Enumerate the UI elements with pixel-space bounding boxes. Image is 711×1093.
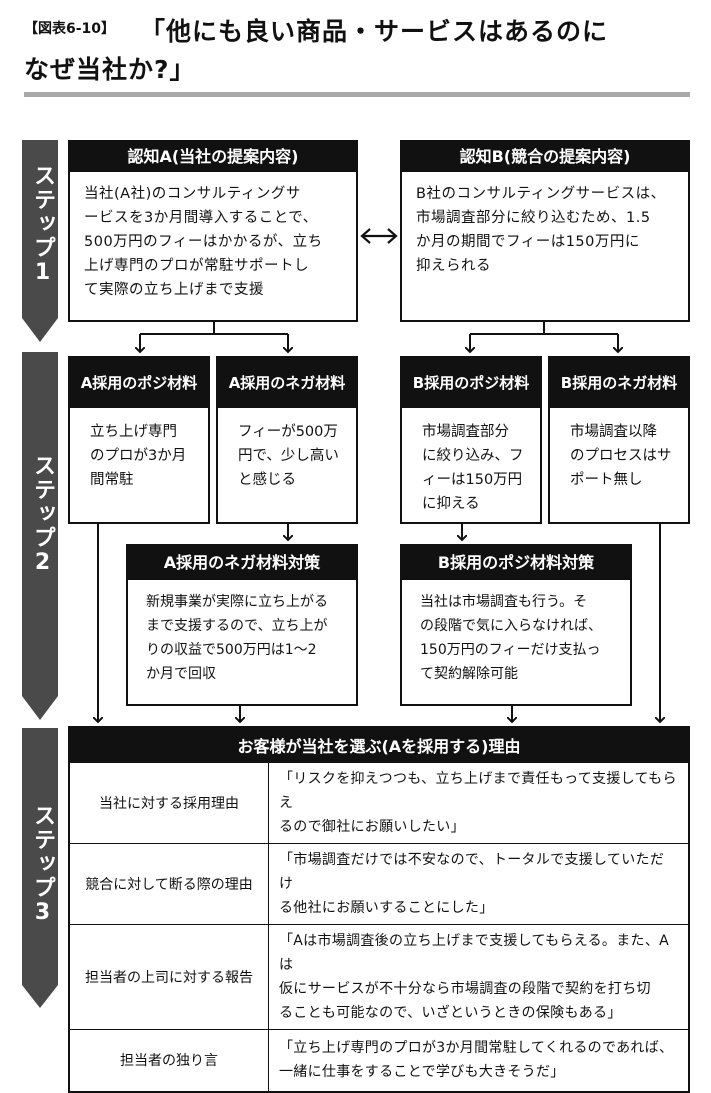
- figure-label: 【図表6-10】: [24, 21, 116, 37]
- step2-label: ステップ2: [30, 453, 55, 577]
- recognition-b-box: 認知B(競合の提案内容) B社のコンサルティングサービスは、 市場調査部分に絞り…: [400, 140, 690, 322]
- reason-table-title: お客様が当社を選ぶ(Aを採用する)理由: [68, 726, 690, 763]
- a-negative-title: A採用のネガ材料: [218, 358, 356, 408]
- step1-label: ステップ1: [30, 163, 55, 287]
- step2-arrow-shape: [22, 352, 58, 720]
- recognition-a-title: 認知A(当社の提案内容): [70, 142, 356, 172]
- row-text: 「立ち上げ専門のプロが3か月間常駐してくれるのであれば、 一緒に仕事をすることで…: [268, 1029, 690, 1092]
- row-text: 「市場調査だけでは不安なので、トータルで支援していただけ る他社にお願いすること…: [268, 843, 690, 925]
- page-title-line2: なぜ当社か?」: [24, 55, 196, 84]
- a-positive-body: 立ち上げ専門 のプロが3か月 間常駐: [90, 424, 187, 488]
- row-label: 競合に対して断る際の理由: [68, 843, 269, 925]
- step1-arrow-shape: [22, 140, 58, 342]
- step3-label: ステップ3: [30, 803, 55, 927]
- b-positive-title: B採用のポジ材料: [402, 358, 540, 408]
- page-title-line1: 「他にも良い商品・サービスはあるのに: [140, 17, 609, 46]
- table-row: 競合に対して断る際の理由 「市場調査だけでは不安なので、トータルで支援していただ…: [68, 843, 690, 925]
- b-negative-body: 市場調査以降 のプロセスはサ ポート無し: [570, 424, 672, 488]
- row-label: 当社に対する採用理由: [68, 762, 269, 844]
- connectors: [98, 322, 660, 722]
- b-positive-measure-box: B採用のポジ材料対策 当社は市場調査も行う。そ の段階で気に入らなければ、 15…: [400, 544, 632, 706]
- recognition-b-title: 認知B(競合の提案内容): [402, 142, 688, 172]
- a-negative-measure-title: A採用のネガ材料対策: [128, 546, 356, 580]
- a-negative-measure-box: A採用のネガ材料対策 新規事業が実際に立ち上がる まで支援するので、立ち上が り…: [126, 544, 358, 706]
- b-positive-body: 市場調査部分 に絞り込み、フ ィーは150万円 に抑える: [422, 424, 524, 512]
- recognition-a-body: 当社(A社)のコンサルティングサ ービスを3か月間導入することで、 500万円の…: [84, 186, 323, 298]
- table-row: 担当者の独り言 「立ち上げ専門のプロが3か月間常駐してくれるのであれば、 一緒に…: [68, 1029, 690, 1092]
- row-label: 担当者の上司に対する報告: [68, 924, 269, 1030]
- b-positive-box: B採用のポジ材料 市場調査部分 に絞り込み、フ ィーは150万円 に抑える: [400, 356, 542, 524]
- reason-table: お客様が当社を選ぶ(Aを採用する)理由 当社に対する採用理由 「リスクを抑えつつ…: [68, 726, 690, 1093]
- row-text: 「Aは市場調査後の立ち上げまで支援してもらえる。また、Aは 仮にサービスが不十分…: [268, 924, 690, 1030]
- b-negative-title: B採用のネガ材料: [550, 358, 688, 408]
- a-negative-measure-body: 新規事業が実際に立ち上がる まで支援するので、立ち上が りの収益で500万円は1…: [146, 594, 328, 682]
- row-text: 「リスクを抑えつつも、立ち上げまで責任もって支援してもらえ るので御社にお願いし…: [268, 762, 690, 844]
- diagram-shapes: [22, 140, 711, 1008]
- title-divider: [24, 92, 690, 97]
- b-negative-box: B採用のネガ材料 市場調査以降 のプロセスはサ ポート無し: [548, 356, 690, 524]
- a-negative-body: フィーが500万 円で、少し高い と感じる: [238, 424, 339, 488]
- b-positive-measure-body: 当社は市場調査も行う。そ の段階で気に入らなければ、 150万円のフィーだけ支払…: [420, 594, 602, 682]
- a-negative-box: A採用のネガ材料 フィーが500万 円で、少し高い と感じる: [216, 356, 358, 524]
- step3-arrow-shape: [22, 728, 58, 1008]
- recognition-b-body: B社のコンサルティングサービスは、 市場調査部分に絞り込むため、1.5 か月の期…: [416, 186, 666, 274]
- recognition-a-box: 認知A(当社の提案内容) 当社(A社)のコンサルティングサ ービスを3か月間導入…: [68, 140, 358, 322]
- row-label: 担当者の独り言: [68, 1029, 269, 1092]
- a-positive-box: A採用のポジ材料 立ち上げ専門 のプロが3か月 間常駐: [68, 356, 210, 524]
- table-row: 担当者の上司に対する報告 「Aは市場調査後の立ち上げまで支援してもらえる。また、…: [68, 924, 690, 1030]
- a-positive-title: A採用のポジ材料: [70, 358, 208, 408]
- double-arrow-icon: [360, 228, 398, 244]
- table-row: 当社に対する採用理由 「リスクを抑えつつも、立ち上げまで責任もって支援してもらえ…: [68, 762, 690, 844]
- b-positive-measure-title: B採用のポジ材料対策: [402, 546, 630, 580]
